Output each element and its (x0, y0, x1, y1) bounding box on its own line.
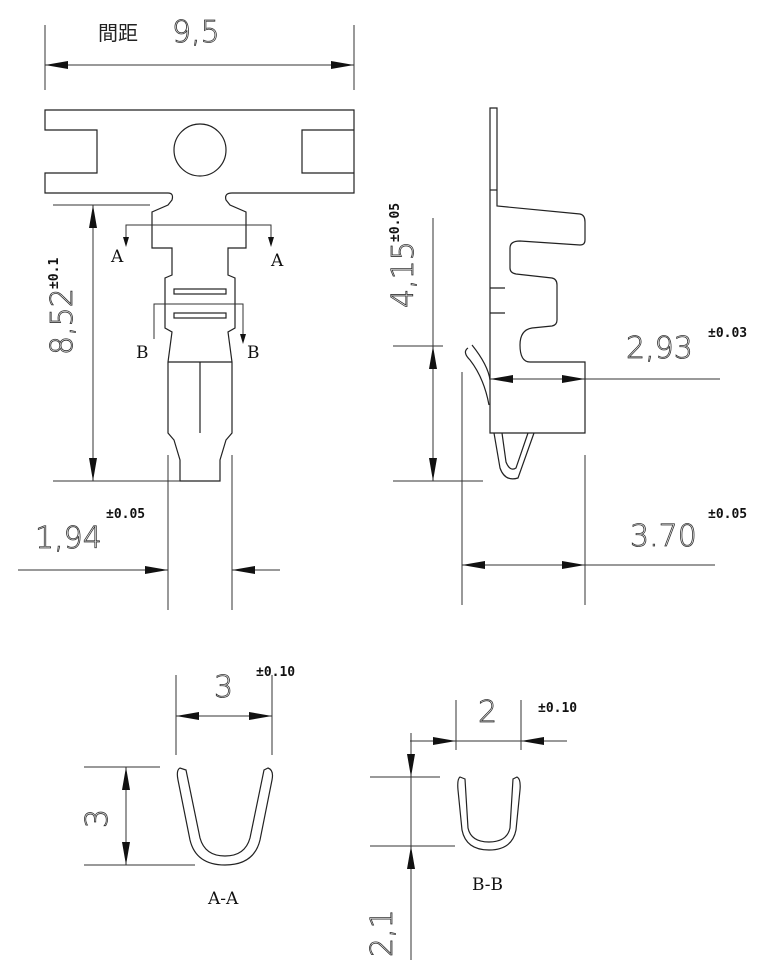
section-bb-label: B-B (472, 875, 503, 895)
section-bb-height: 2,1 (365, 909, 400, 957)
side-box-tol: ±0.03 (708, 326, 747, 341)
pitch-label: 間距 (98, 21, 138, 45)
side-height-dim: 4,15 (386, 241, 421, 308)
section-bb-width-tol: ±0.10 (538, 701, 577, 716)
side-box-dim: 2,93 (626, 331, 693, 366)
front-width-tol: ±0.05 (106, 507, 145, 522)
pitch-dimension: 間距 9,5 (44, 15, 355, 90)
section-b-label-right: B (247, 343, 260, 363)
section-aa-width: 3 (214, 670, 233, 705)
section-aa-width-tol: ±0.10 (256, 665, 295, 680)
section-aa: 3 ±0.10 3 A-A (80, 665, 296, 909)
section-aa-label: A-A (207, 889, 239, 909)
side-overall-dim: 3.70 (630, 519, 697, 554)
side-height-tol: ±0.05 (388, 203, 403, 242)
front-height-dim: 8,52 (45, 288, 80, 355)
section-bb-width: 2 (478, 695, 497, 730)
front-view: A A B B 8,52 ±0.1 1,94 ±0.05 (18, 109, 355, 610)
section-a-label-left: A (110, 247, 124, 267)
front-height-tol: ±0.1 (47, 258, 62, 289)
side-overall-tol: ±0.05 (708, 507, 747, 522)
front-width-dim: 1,94 (35, 521, 102, 556)
side-view: 4,15 ±0.05 2,93 ±0.03 3.70 ±0.05 (386, 107, 747, 605)
section-b-label-left: B (136, 343, 149, 363)
section-aa-height: 3 (80, 809, 115, 828)
section-a-label-right: A (270, 251, 284, 271)
section-bb: 2 ±0.10 2,1 B-B (365, 695, 577, 960)
pitch-value: 9,5 (172, 15, 220, 50)
